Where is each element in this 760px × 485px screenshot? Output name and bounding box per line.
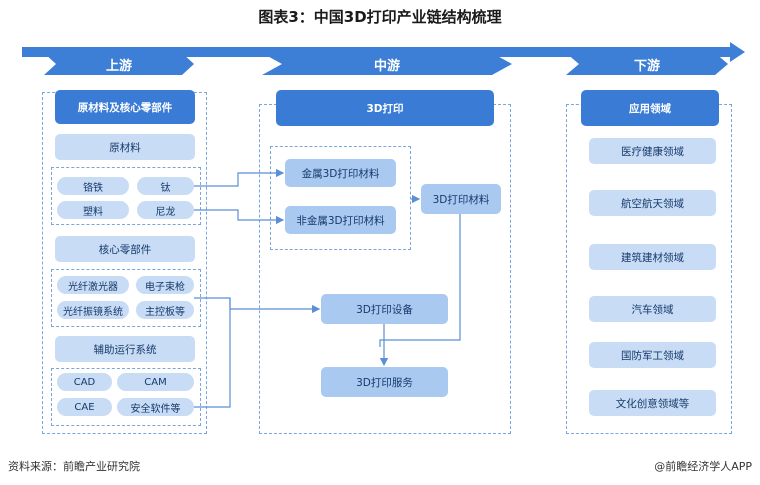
software-cam: CAM bbox=[117, 373, 194, 391]
app-automotive: 汽车领域 bbox=[589, 296, 716, 322]
stage-midstream: 中游 bbox=[262, 53, 512, 75]
source-note: 资料来源：前瞻产业研究院 bbox=[8, 460, 140, 473]
software-cad: CAD bbox=[57, 373, 112, 391]
part-fiber-laser: 光纤激光器 bbox=[57, 276, 129, 294]
material-group bbox=[270, 146, 411, 250]
aux-systems-label: 辅助运行系统 bbox=[55, 336, 195, 362]
metal-material: 金属3D打印材料 bbox=[285, 159, 396, 187]
stage-downstream: 下游 bbox=[566, 53, 728, 75]
app-construction: 建筑建材领域 bbox=[589, 244, 716, 270]
part-galvo-system: 光纤振镜系统 bbox=[57, 301, 129, 319]
connector-nylon-nonmetal bbox=[194, 209, 285, 225]
brand-note: @前瞻经济学人APP bbox=[654, 460, 752, 473]
core-parts-label: 核心零部件 bbox=[55, 236, 195, 262]
flow-arrow-shape bbox=[22, 42, 745, 62]
page-title: 图表3：中国3D打印产业链结构梳理 bbox=[258, 8, 502, 26]
connector-material-equipment bbox=[379, 214, 461, 347]
print-material: 3D打印材料 bbox=[421, 184, 501, 214]
connector-software-equipment bbox=[194, 298, 231, 408]
app-medical: 医疗健康领域 bbox=[589, 138, 716, 164]
software-security: 安全软件等 bbox=[117, 398, 194, 416]
print-equipment: 3D打印设备 bbox=[321, 294, 448, 324]
app-aerospace: 航空航天领域 bbox=[589, 190, 716, 216]
part-control-board: 主控板等 bbox=[136, 301, 194, 319]
material-titanium: 钛 bbox=[137, 177, 194, 195]
print-service: 3D打印服务 bbox=[321, 367, 448, 397]
material-ferrochrome: 铬铁 bbox=[57, 177, 129, 195]
connector-titanium-metal bbox=[194, 168, 285, 187]
app-defense: 国防军工领域 bbox=[589, 342, 716, 368]
upstream-header: 原材料及核心零部件 bbox=[55, 90, 195, 124]
stage-upstream: 上游 bbox=[44, 53, 194, 75]
raw-materials-group bbox=[51, 167, 201, 225]
raw-materials-label: 原材料 bbox=[55, 134, 195, 160]
material-plastic: 塑料 bbox=[57, 201, 129, 219]
app-culture: 文化创意领域等 bbox=[589, 390, 716, 416]
nonmetal-material: 非金属3D打印材料 bbox=[285, 206, 396, 234]
software-cae: CAE bbox=[57, 398, 112, 416]
aux-systems-group bbox=[51, 368, 201, 426]
midstream-header: 3D打印 bbox=[276, 90, 494, 126]
connector-parts-equipment bbox=[194, 297, 321, 314]
material-nylon: 尼龙 bbox=[137, 201, 194, 219]
part-electron-gun: 电子束枪 bbox=[136, 276, 194, 294]
downstream-header: 应用领域 bbox=[581, 90, 719, 126]
